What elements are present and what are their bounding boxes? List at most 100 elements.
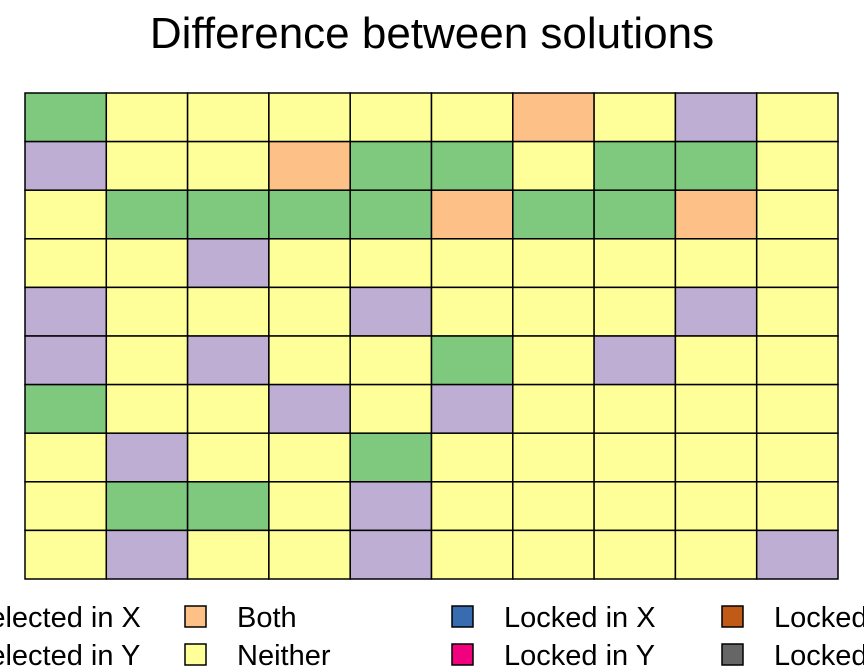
cell-r2-c2 <box>105 140 189 191</box>
cell-r8-c7 <box>512 432 595 483</box>
cell-r10-c1 <box>24 529 108 580</box>
cell-r8-c3 <box>186 432 270 483</box>
cell-r6-c7 <box>512 335 595 386</box>
cell-r7-c8 <box>593 383 677 434</box>
cell-r10-c7 <box>512 529 595 580</box>
cell-r10-c3 <box>186 529 270 580</box>
cell-r3-c5 <box>349 189 433 240</box>
legend-swatch-8 <box>721 643 744 666</box>
cell-r5-c6 <box>430 286 514 337</box>
cell-r5-c3 <box>186 286 270 337</box>
cell-r2-c9 <box>674 140 758 191</box>
cell-r9-c10 <box>755 481 839 532</box>
cell-r7-c4 <box>268 383 351 434</box>
cell-r4-c5 <box>349 238 433 289</box>
cell-r6-c3 <box>186 335 270 386</box>
legend-swatch-3 <box>184 605 207 628</box>
cell-r3-c9 <box>674 189 758 240</box>
cell-r6-c5 <box>349 335 433 386</box>
cell-r8-c9 <box>674 432 758 483</box>
cell-r2-c3 <box>186 140 270 191</box>
cell-r2-c6 <box>430 140 514 191</box>
cell-r7-c3 <box>186 383 270 434</box>
cell-r5-c1 <box>24 286 108 337</box>
chart-title: Difference between solutions <box>150 9 714 58</box>
cell-r2-c5 <box>349 140 433 191</box>
cell-r7-c6 <box>430 383 514 434</box>
cell-r5-c10 <box>755 286 839 337</box>
cell-r10-c2 <box>105 529 189 580</box>
cell-r8-c1 <box>24 432 108 483</box>
cell-r2-c4 <box>268 140 351 191</box>
cell-r4-c8 <box>593 238 677 289</box>
grid-cells <box>24 92 839 580</box>
cell-r1-c9 <box>674 92 758 143</box>
legend-label-2: Selected in Y <box>0 640 140 672</box>
legend-swatch-6 <box>451 643 474 666</box>
cell-r3-c7 <box>512 189 595 240</box>
cell-r10-c8 <box>593 529 677 580</box>
cell-r6-c1 <box>24 335 108 386</box>
legend-label-7: Locked in both <box>774 602 864 634</box>
legend-label-4: Neither <box>237 640 331 672</box>
cell-r1-c4 <box>268 92 351 143</box>
cell-r1-c6 <box>430 92 514 143</box>
cell-r10-c10 <box>755 529 839 580</box>
cell-r6-c10 <box>755 335 839 386</box>
cell-r6-c8 <box>593 335 677 386</box>
cell-r3-c1 <box>24 189 108 240</box>
cell-r9-c4 <box>268 481 351 532</box>
cell-r10-c4 <box>268 529 351 580</box>
cell-r4-c4 <box>268 238 351 289</box>
cell-r9-c5 <box>349 481 433 532</box>
cell-r5-c5 <box>349 286 433 337</box>
cell-r4-c7 <box>512 238 595 289</box>
cell-r4-c6 <box>430 238 514 289</box>
legend-swatch-4 <box>184 643 207 666</box>
legend-label-5: Locked in X <box>504 602 656 634</box>
legend: Selected in XSelected in YBothNeitherLoc… <box>0 602 864 672</box>
cell-r1-c3 <box>186 92 270 143</box>
cell-r7-c1 <box>24 383 108 434</box>
cell-r10-c6 <box>430 529 514 580</box>
legend-label-6: Locked in Y <box>504 640 655 672</box>
cell-r4-c10 <box>755 238 839 289</box>
cell-r10-c9 <box>674 529 758 580</box>
cell-r4-c9 <box>674 238 758 289</box>
cell-r3-c3 <box>186 189 270 240</box>
cell-r5-c8 <box>593 286 677 337</box>
cell-r9-c8 <box>593 481 677 532</box>
cell-r6-c2 <box>105 335 189 386</box>
cell-r2-c10 <box>755 140 839 191</box>
cell-r1-c1 <box>24 92 108 143</box>
cell-r8-c8 <box>593 432 677 483</box>
cell-r1-c5 <box>349 92 433 143</box>
cell-r7-c5 <box>349 383 433 434</box>
legend-label-8: Locked in neither <box>774 640 864 672</box>
cell-r1-c7 <box>512 92 595 143</box>
cell-r8-c6 <box>430 432 514 483</box>
cell-r7-c2 <box>105 383 189 434</box>
cell-r6-c9 <box>674 335 758 386</box>
legend-swatch-5 <box>451 605 474 628</box>
cell-r2-c8 <box>593 140 677 191</box>
cell-r1-c10 <box>755 92 839 143</box>
cell-r9-c1 <box>24 481 108 532</box>
cell-r3-c8 <box>593 189 677 240</box>
cell-r6-c4 <box>268 335 351 386</box>
cell-r4-c1 <box>24 238 108 289</box>
cell-r5-c4 <box>268 286 351 337</box>
cell-r8-c4 <box>268 432 351 483</box>
cell-r3-c6 <box>430 189 514 240</box>
cell-r4-c2 <box>105 238 189 289</box>
cell-r7-c7 <box>512 383 595 434</box>
cell-r3-c4 <box>268 189 351 240</box>
cell-r5-c2 <box>105 286 189 337</box>
cell-r2-c7 <box>512 140 595 191</box>
cell-r7-c9 <box>674 383 758 434</box>
cell-r9-c6 <box>430 481 514 532</box>
legend-swatch-7 <box>721 605 744 628</box>
cell-r9-c9 <box>674 481 758 532</box>
cell-r10-c5 <box>349 529 433 580</box>
